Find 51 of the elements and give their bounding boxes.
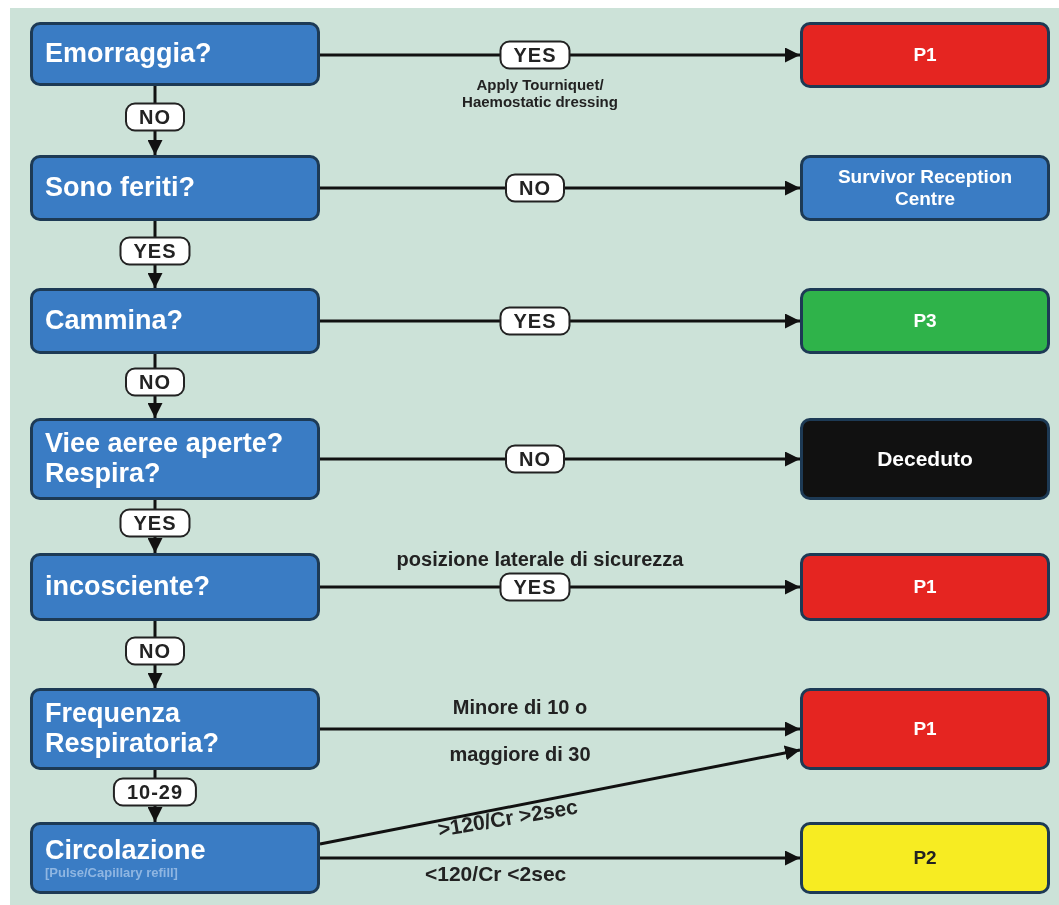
question-box	[30, 288, 320, 354]
outcome-box	[800, 22, 1050, 88]
node-text: Viee aeree aperte? Respira?	[45, 429, 285, 489]
node-subtext: [Pulse/Capillary refill]	[45, 865, 179, 880]
arrow	[320, 451, 800, 467]
outcome-box	[800, 155, 1050, 221]
outcome-box	[800, 418, 1050, 500]
edge-label: NO	[125, 636, 185, 665]
outcome-box	[800, 822, 1050, 894]
outcome-box	[800, 288, 1050, 354]
edge-label: <120/Cr <2sec	[425, 862, 567, 886]
node-text: P1	[913, 718, 937, 740]
edge-label: YES	[499, 306, 571, 336]
question-box	[30, 553, 320, 621]
condition-text: Minore di 10 o	[451, 696, 589, 719]
node-text: Cammina?	[45, 306, 185, 336]
node-text: Emorraggia?	[45, 39, 213, 69]
node-text: Frequenza Respiratoria?	[45, 699, 221, 759]
node-text: P1	[913, 44, 937, 66]
outcome-box	[800, 553, 1050, 621]
question-box	[30, 155, 320, 221]
edge-label: YES	[119, 236, 191, 265]
node-text: Survivor Reception Centre	[836, 166, 1014, 210]
question-box	[30, 822, 320, 894]
edge-label: >120/Cr >2sec	[436, 794, 580, 842]
edge-label: YES	[499, 40, 571, 70]
question-box	[30, 688, 320, 770]
edge-label: YES	[119, 508, 191, 537]
node-text: Sono feriti?	[45, 173, 196, 203]
edge-label: NO	[505, 173, 565, 203]
edge-label: YES	[499, 572, 571, 602]
note-text: Apply Tourniquet/ Haemostatic dressing	[461, 76, 619, 110]
note-text: posizione laterale di sicurezza	[395, 548, 685, 571]
condition-text: maggiore di 30	[448, 743, 592, 766]
edge-label: 10-29	[112, 777, 198, 807]
arrow	[320, 180, 800, 196]
arrow	[320, 721, 800, 737]
node-text: Circolazione	[45, 836, 207, 866]
question-box	[30, 22, 320, 86]
outcome-box	[800, 688, 1050, 770]
edge-label: NO	[505, 444, 565, 474]
edge-label: NO	[125, 102, 185, 131]
node-text: Deceduto	[877, 446, 973, 472]
arrow	[319, 745, 801, 846]
node-text: P3	[913, 310, 937, 332]
question-box	[30, 418, 320, 500]
arrow	[320, 850, 800, 866]
node-text: incosciente?	[45, 572, 212, 602]
node-text: P1	[913, 576, 937, 598]
node-text: P2	[913, 847, 937, 869]
edge-label: NO	[125, 367, 185, 397]
